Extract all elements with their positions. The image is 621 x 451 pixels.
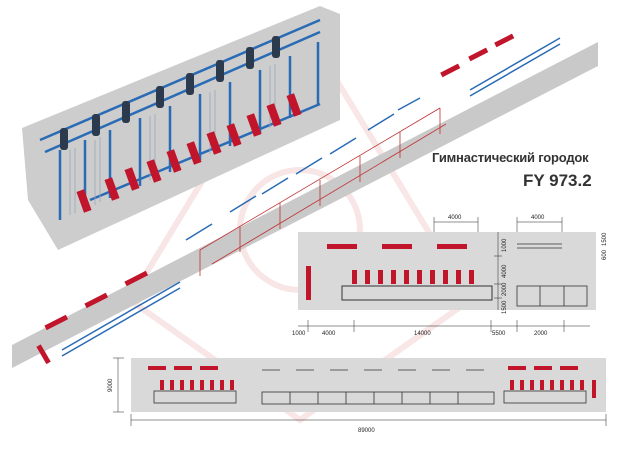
dim-bottom-1: 1000 bbox=[292, 331, 306, 337]
dim-side-3: 2000 bbox=[502, 282, 508, 296]
dim-side-6: 600 bbox=[602, 249, 608, 260]
product-code: FY 973.2 bbox=[523, 171, 592, 190]
dim-bottom-2: 4000 bbox=[322, 331, 336, 337]
dim-bottom-4: 5500 bbox=[492, 331, 506, 337]
perspective-equipment bbox=[36, 33, 561, 365]
zoom-ground bbox=[22, 6, 340, 250]
perspective-ground bbox=[12, 42, 598, 368]
dim-large-height: 9000 bbox=[108, 378, 114, 392]
diagram-title: Гимнастический городок bbox=[432, 150, 589, 165]
dim-top-1: 4000 bbox=[448, 215, 462, 221]
zoom-equipment bbox=[39, 18, 321, 220]
plan-large bbox=[113, 357, 607, 426]
dim-side-5: 1500 bbox=[602, 232, 608, 246]
dim-bottom-3: 14000 bbox=[414, 331, 431, 337]
dim-side-2: 4000 bbox=[502, 264, 508, 278]
dim-side-4: 1500 bbox=[502, 300, 508, 314]
dim-bottom-5: 2000 bbox=[534, 331, 548, 337]
dim-top-2: 4000 bbox=[531, 215, 545, 221]
plan-small bbox=[298, 217, 596, 332]
dim-large-length: 89000 bbox=[358, 428, 375, 434]
dim-side-1: 1000 bbox=[502, 238, 508, 252]
